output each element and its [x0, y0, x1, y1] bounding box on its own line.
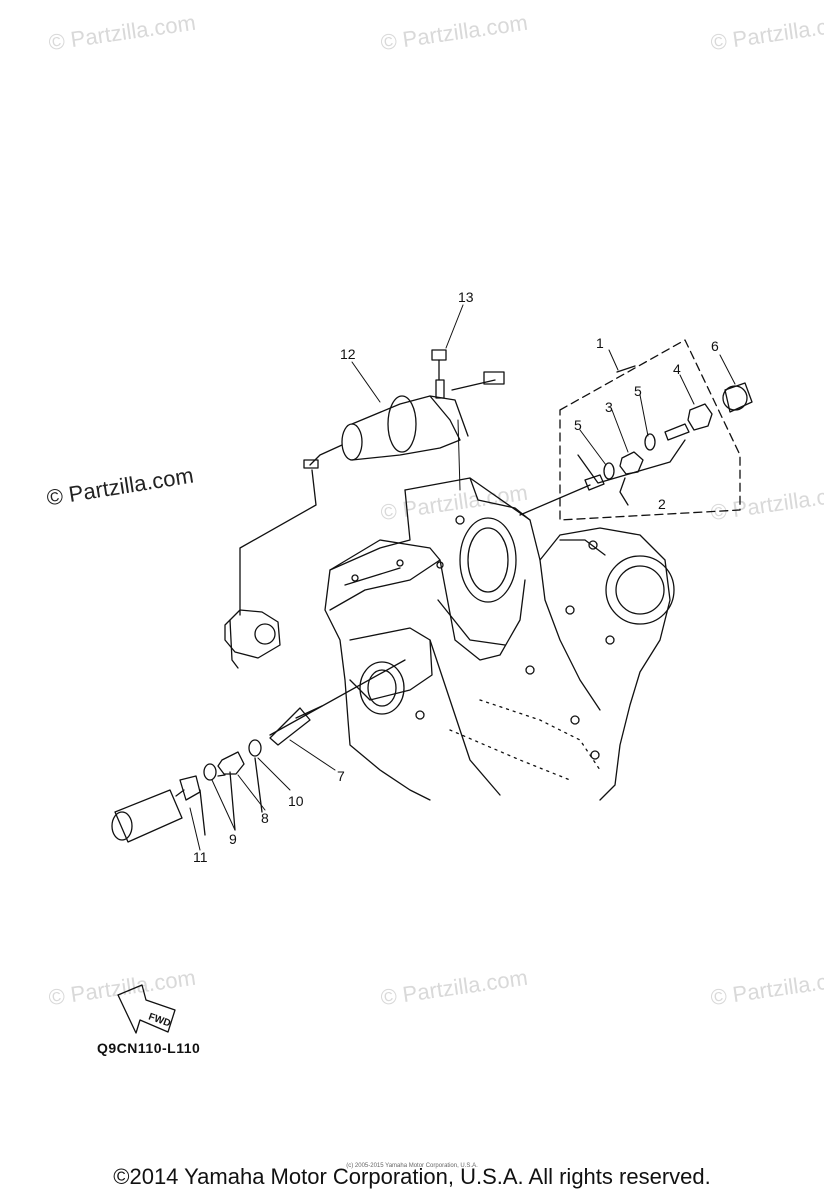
- small-copyright: (c) 2005-2015 Yamaha Motor Corporation, …: [346, 1163, 478, 1169]
- engine-block: [324, 477, 675, 801]
- copyright-footer: ©2014 Yamaha Motor Corporation, U.S.A. A…: [113, 1164, 711, 1189]
- callout-7: 7: [337, 768, 345, 784]
- solenoid: [303, 349, 505, 469]
- fwd-arrow-icon: [117, 984, 176, 1034]
- callout-5: 5: [574, 417, 582, 433]
- callout-3: 3: [605, 399, 613, 415]
- callout-1: 1: [596, 335, 604, 351]
- callout-13: 13: [458, 289, 474, 305]
- leader-lines: [189, 304, 736, 851]
- diagram-code: Q9CN110-L110: [97, 1040, 201, 1056]
- callout-10: 10: [288, 793, 304, 809]
- callout-6: 6: [711, 338, 719, 354]
- callout-2: 2: [658, 496, 666, 512]
- callout-11: 11: [193, 849, 208, 865]
- callout-8: 8: [261, 810, 269, 826]
- callout-4: 4: [673, 361, 681, 377]
- callout-9: 9: [229, 831, 237, 847]
- callout-5: 5: [634, 383, 642, 399]
- lower-shaft-parts: [111, 659, 406, 843]
- upper-shaft-parts: [519, 382, 753, 516]
- linkage-bracket: [224, 469, 317, 669]
- assembly-group-1: [559, 339, 741, 521]
- callout-12: 12: [340, 346, 356, 362]
